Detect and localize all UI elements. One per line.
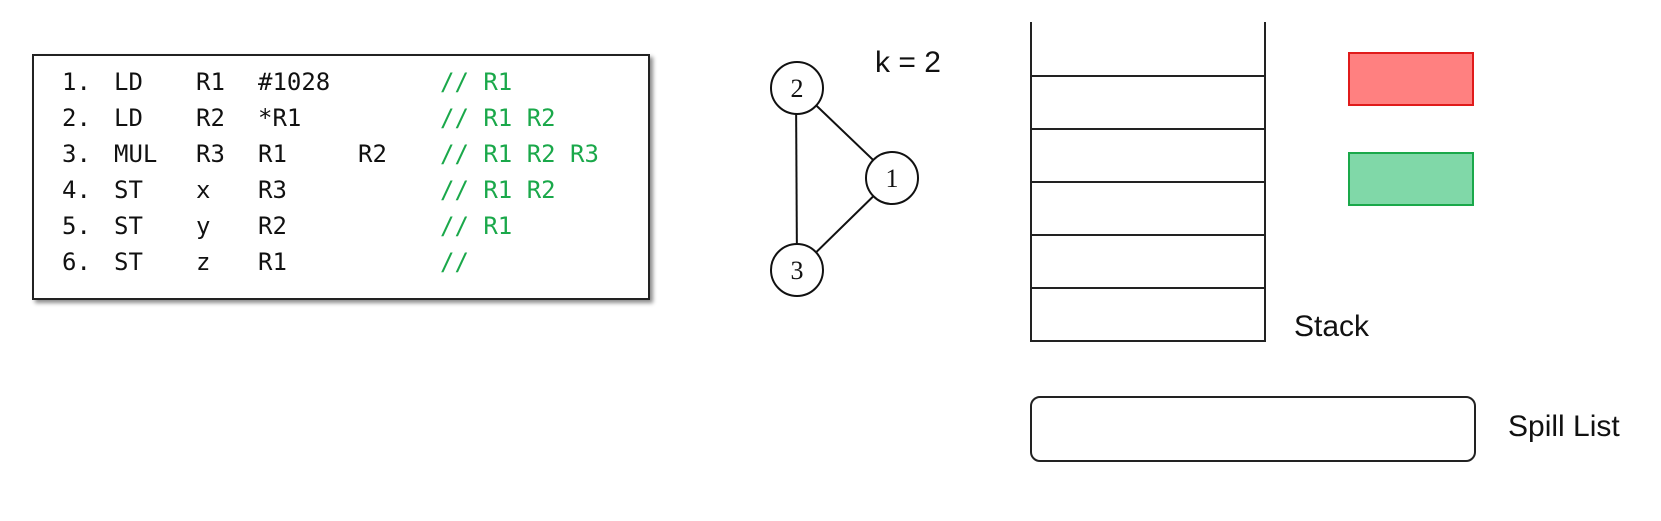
opcode: LD [114, 104, 143, 132]
code-line: 5. ST y R2 // R1 [34, 208, 648, 244]
operand-1: z [196, 248, 211, 276]
live-comment: // R1 R2 [440, 104, 556, 132]
operand-2: R3 [258, 176, 287, 204]
operand-1: y [196, 212, 211, 240]
opcode: MUL [114, 140, 158, 168]
stack-slot-divider [1030, 234, 1266, 236]
operand-3: R2 [358, 140, 387, 168]
opcode: ST [114, 212, 143, 240]
green-swatch [1348, 152, 1474, 206]
line-number: 2. [62, 104, 91, 132]
live-comment: // R1 [440, 68, 513, 96]
node-3 [770, 243, 824, 297]
live-comment: // R1 [440, 212, 513, 240]
line-number: 4. [62, 176, 91, 204]
stack [1030, 22, 1268, 342]
operand-2: R1 [258, 140, 287, 168]
line-number: 5. [62, 212, 91, 240]
stack-slot-divider [1030, 181, 1266, 183]
operand-2: R1 [258, 248, 287, 276]
operand-2: #1028 [258, 68, 331, 96]
code-line: 2. LD R2 *R1 // R1 R2 [34, 100, 648, 136]
node-3-label: 3 [791, 256, 804, 285]
node-1 [865, 151, 919, 205]
operand-1: R2 [196, 104, 225, 132]
spill-list-label: Spill List [1508, 410, 1620, 443]
stack-slot-divider [1030, 287, 1266, 289]
stack-slot-divider [1030, 128, 1266, 130]
opcode: ST [114, 248, 143, 276]
stack-label: Stack [1294, 310, 1370, 343]
code-line: 4. ST x R3 // R1 R2 [34, 172, 648, 208]
operand-1: x [196, 176, 211, 204]
node-2-label: 2 [791, 74, 804, 103]
stack-bottom [1030, 340, 1266, 342]
node-1-label: 1 [886, 164, 899, 193]
k-label: k = 2 [875, 46, 941, 79]
operand-2: R2 [258, 212, 287, 240]
code-listing: 1. LD R1 #1028 // R1 2. LD R2 *R1 // R1 … [32, 54, 650, 300]
operand-2: *R1 [258, 104, 302, 132]
operand-1: R1 [196, 68, 225, 96]
red-swatch [1348, 52, 1474, 106]
live-comment: // [440, 248, 469, 276]
line-number: 1. [62, 68, 91, 96]
operand-1: R3 [196, 140, 225, 168]
line-number: 6. [62, 248, 91, 276]
stack-slot-divider [1030, 75, 1266, 77]
live-comment: // R1 R2 R3 [440, 140, 599, 168]
code-line: 6. ST z R1 // [34, 244, 648, 280]
code-line: 3. MUL R3 R1 R2 // R1 R2 R3 [34, 136, 648, 172]
node-2 [770, 61, 824, 115]
opcode: LD [114, 68, 143, 96]
opcode: ST [114, 176, 143, 204]
live-comment: // R1 R2 [440, 176, 556, 204]
code-line: 1. LD R1 #1028 // R1 [34, 64, 648, 100]
spill-list-box [1030, 396, 1476, 462]
line-number: 3. [62, 140, 91, 168]
edge-2-3 [795, 89, 798, 271]
interference-graph: 2 1 3 [770, 61, 919, 297]
